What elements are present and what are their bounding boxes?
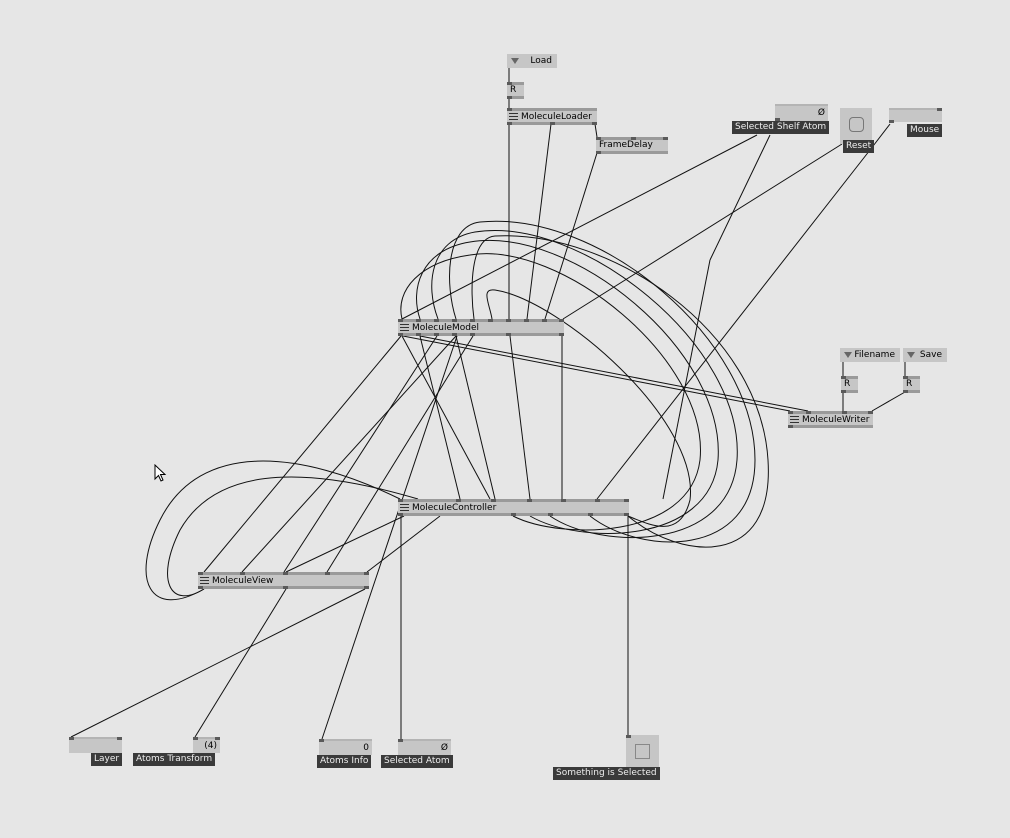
bang-icon (849, 117, 864, 132)
load-enum[interactable]: Load (507, 54, 557, 68)
atoms-transform-iobox[interactable]: (4) (193, 737, 220, 753)
r-node[interactable]: R (841, 376, 858, 393)
node-menu-icon (509, 111, 518, 122)
layer-iobox[interactable] (69, 737, 122, 753)
atoms-info-iobox[interactable]: 0 (319, 739, 372, 755)
selected-shelf-atom-label: Selected Shelf Atom (732, 121, 830, 134)
selected-shelf-atom-iobox[interactable]: Ø (775, 104, 828, 121)
filename-enum[interactable]: Filename (840, 348, 900, 362)
atoms-transform-label: Atoms Transform (133, 753, 216, 766)
reset-label: Reset (843, 140, 875, 153)
mouse-iobox[interactable] (889, 108, 942, 123)
node-menu-icon (400, 322, 409, 333)
molecule-writer-node[interactable]: MoleculeWriter (788, 411, 873, 428)
something-selected-toggle[interactable] (626, 735, 659, 768)
node-menu-icon (790, 414, 799, 425)
mouse-cursor-icon (154, 464, 167, 482)
atoms-info-label: Atoms Info (317, 755, 372, 768)
dropdown-icon (844, 352, 852, 358)
selected-atom-iobox[interactable]: Ø (398, 739, 451, 755)
save-enum[interactable]: Save (903, 348, 947, 362)
dropdown-icon (907, 352, 915, 358)
reset-bang-button[interactable] (840, 108, 872, 144)
molecule-model-node[interactable]: MoleculeModel (398, 319, 564, 336)
selected-atom-label: Selected Atom (381, 755, 453, 768)
molecule-loader-node[interactable]: MoleculeLoader (507, 108, 597, 125)
node-menu-icon (200, 575, 209, 586)
mouse-label: Mouse (907, 124, 943, 137)
r-node[interactable]: R (903, 376, 920, 393)
toggle-box-icon (635, 744, 650, 759)
node-menu-icon (400, 502, 409, 513)
frame-delay-node[interactable]: FrameDelay (596, 137, 668, 154)
molecule-controller-node[interactable]: MoleculeController (398, 499, 629, 516)
molecule-view-node[interactable]: MoleculeView (198, 572, 369, 589)
dropdown-icon (511, 58, 519, 64)
layer-label: Layer (91, 753, 123, 766)
r-node[interactable]: R (507, 82, 524, 99)
something-selected-label: Something is Selected (553, 767, 660, 780)
